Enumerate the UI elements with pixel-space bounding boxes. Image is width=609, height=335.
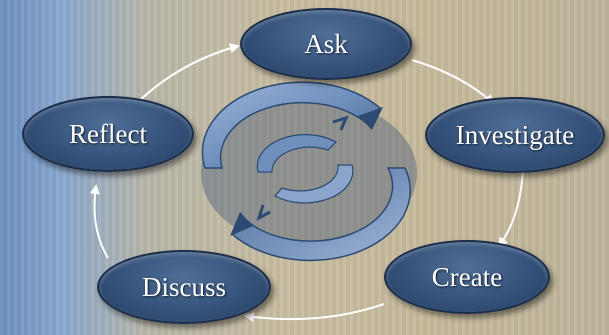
node-discuss-label: Discuss	[141, 271, 226, 302]
arrow-create-to-discuss	[244, 303, 385, 323]
node-ask-label: Ask	[304, 28, 348, 59]
node-ask: Ask	[240, 8, 412, 80]
node-investigate: Investigate	[425, 97, 605, 173]
arrow-investigate-to-create	[497, 169, 524, 248]
node-reflect-label: Reflect	[69, 118, 147, 149]
center-cycle-graphic	[201, 81, 417, 262]
arrow-discuss-to-reflect	[89, 184, 109, 259]
node-reflect: Reflect	[22, 96, 194, 172]
node-create: Create	[384, 240, 550, 314]
arrow-reflect-to-ask	[137, 43, 240, 103]
arrow-ask-to-investigate	[411, 59, 495, 105]
node-investigate-label: Investigate	[455, 119, 575, 150]
node-discuss: Discuss	[97, 250, 271, 324]
node-create-label: Create	[431, 261, 503, 292]
